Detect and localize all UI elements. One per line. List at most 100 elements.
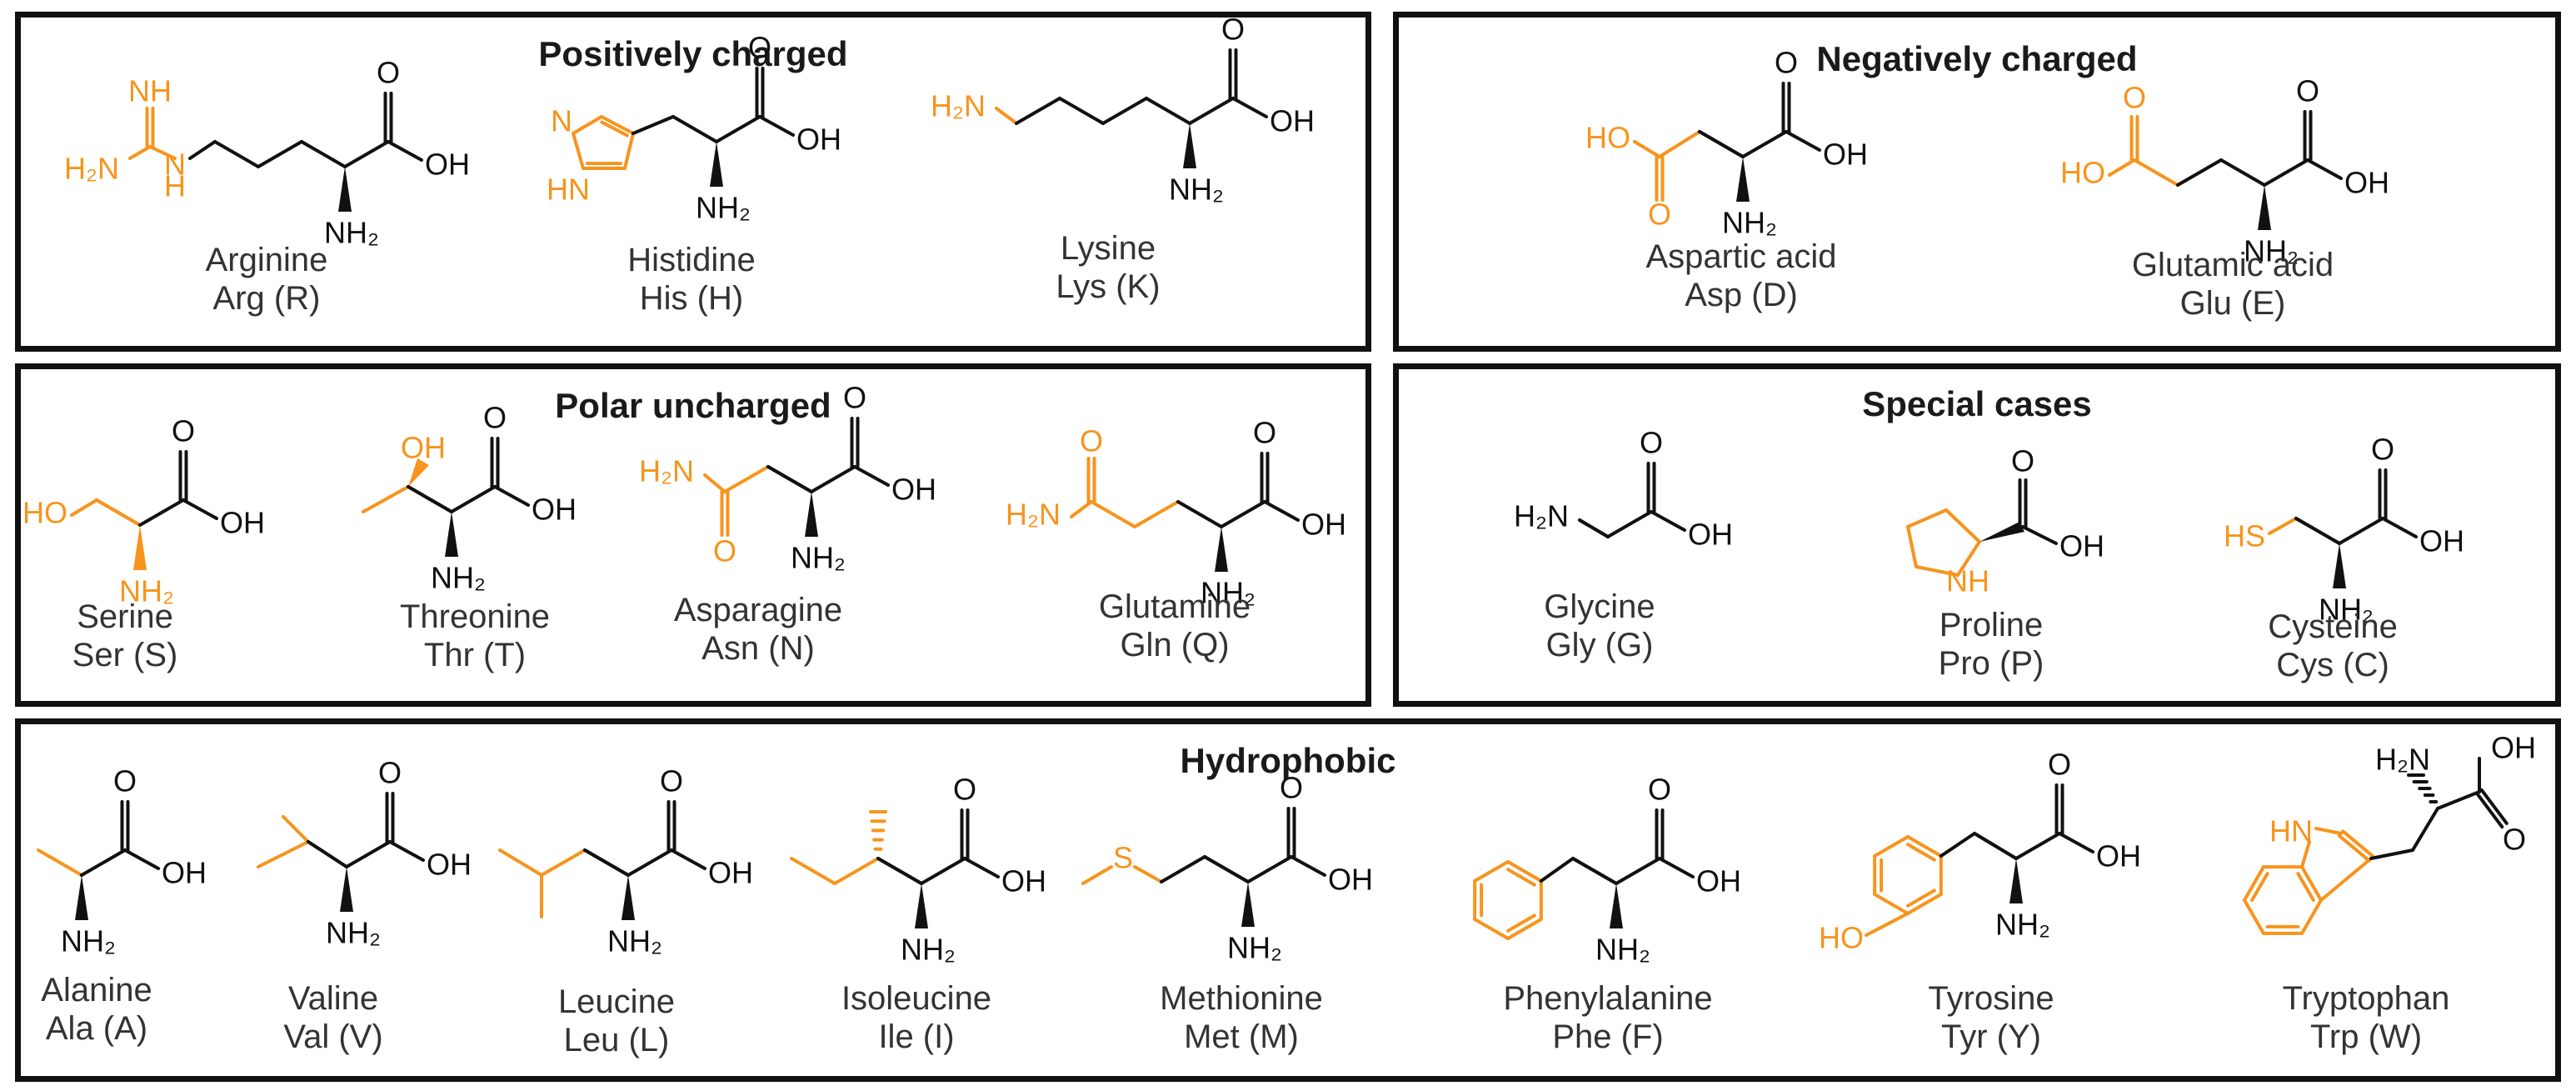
- bond: [387, 140, 423, 162]
- atom-label: OH: [1688, 518, 1733, 552]
- amino-acid-name: Arginine: [205, 242, 328, 278]
- bond: [123, 848, 160, 870]
- bond: [1176, 500, 1223, 528]
- bond: [2369, 848, 2414, 860]
- bond: [1785, 130, 1821, 152]
- bond: [2268, 517, 2298, 535]
- bond: [810, 465, 856, 493]
- atom-label: NH₂: [1595, 933, 1650, 967]
- atom-label: O: [2296, 74, 2319, 108]
- bond: [70, 498, 98, 517]
- bond: [2243, 865, 2265, 902]
- bond: [1058, 97, 1105, 125]
- bond: [1220, 500, 1266, 528]
- atom-label: OH: [2096, 839, 2141, 873]
- atom-label: HO: [2060, 156, 2105, 190]
- atom-label: NH₂: [1722, 206, 1777, 240]
- bond: [572, 132, 585, 170]
- atom-label: O: [483, 401, 507, 435]
- bond: [1698, 130, 1745, 158]
- amino-acid-name: Glycine: [1544, 588, 1655, 625]
- bond: [2475, 792, 2504, 829]
- atom-label: HN: [2269, 814, 2313, 848]
- bond: [493, 485, 530, 507]
- bond: [2479, 788, 2509, 825]
- amino-acid-abbr: Asn (N): [701, 630, 815, 667]
- wedge-bond: [915, 883, 928, 928]
- panel-title: Polar uncharged: [555, 386, 831, 425]
- atom-label: S: [1113, 841, 1133, 875]
- atom-label: NH: [128, 74, 172, 108]
- atom-label: OH: [1696, 864, 1741, 898]
- atom-label: NH₂: [696, 191, 751, 225]
- panel-title: Positively charged: [538, 34, 848, 73]
- bond: [1956, 540, 1981, 577]
- atom-label: H: [164, 169, 186, 203]
- bond: [2296, 872, 2315, 902]
- panel-hydrophobic: Hydrophobic: [15, 718, 2561, 1082]
- wedge-bond: [340, 867, 353, 912]
- bond: [345, 840, 392, 868]
- bond: [1578, 518, 1610, 538]
- bond: [282, 815, 310, 843]
- amino-acid-abbr: Val (V): [283, 1018, 383, 1055]
- atom-label: HN: [547, 173, 590, 207]
- atom-label: O: [377, 56, 400, 90]
- bond: [671, 115, 718, 143]
- atom-label: NH₂: [1201, 576, 1256, 610]
- amino-acid-name: Serine: [77, 598, 173, 635]
- amino-acid-name: Aspartic acid: [1645, 238, 1837, 275]
- atom-label: O: [2503, 823, 2526, 857]
- bond: [572, 115, 603, 135]
- bond: [1506, 860, 1543, 883]
- atom-label: HO: [1819, 921, 1864, 955]
- bond: [138, 498, 185, 527]
- atom-label: NH₂: [324, 216, 379, 250]
- atom-label: O: [2123, 81, 2146, 115]
- bond: [1633, 140, 1661, 158]
- amino-acid-name: Tryptophan: [2282, 980, 2450, 1017]
- wedge-bond: [1241, 882, 1255, 927]
- atom-label: H₂N: [639, 454, 694, 488]
- panel-special-cases: Special cases: [1393, 363, 2561, 707]
- atom-label: OH: [532, 493, 577, 527]
- wedge-bond: [2333, 543, 2346, 588]
- bond: [182, 498, 218, 520]
- atom-label: O: [748, 31, 771, 65]
- bond: [790, 857, 836, 885]
- atom-label: H₂N: [931, 89, 986, 123]
- atom-label: O: [172, 414, 195, 448]
- amino-acid-abbr: His (H): [639, 280, 744, 317]
- bond: [2250, 872, 2269, 902]
- bond: [1658, 857, 1695, 878]
- atom-label: O: [1648, 773, 1671, 807]
- atom-label: OH: [2059, 529, 2104, 563]
- bond: [540, 848, 587, 877]
- bond: [1081, 865, 1113, 885]
- bond: [2337, 833, 2371, 863]
- bond: [407, 485, 453, 513]
- atom-label: NH₂: [431, 561, 486, 595]
- bond: [876, 857, 923, 885]
- amino-acid-abbr: Lys (K): [1056, 268, 1161, 305]
- atom-label: OH: [2491, 731, 2536, 765]
- panel-title: Special cases: [1862, 384, 2092, 423]
- bond: [1906, 525, 1918, 568]
- bond: [995, 107, 1018, 125]
- panel-polar-uncharged: Polar uncharged: [15, 363, 1371, 707]
- bond: [498, 848, 543, 877]
